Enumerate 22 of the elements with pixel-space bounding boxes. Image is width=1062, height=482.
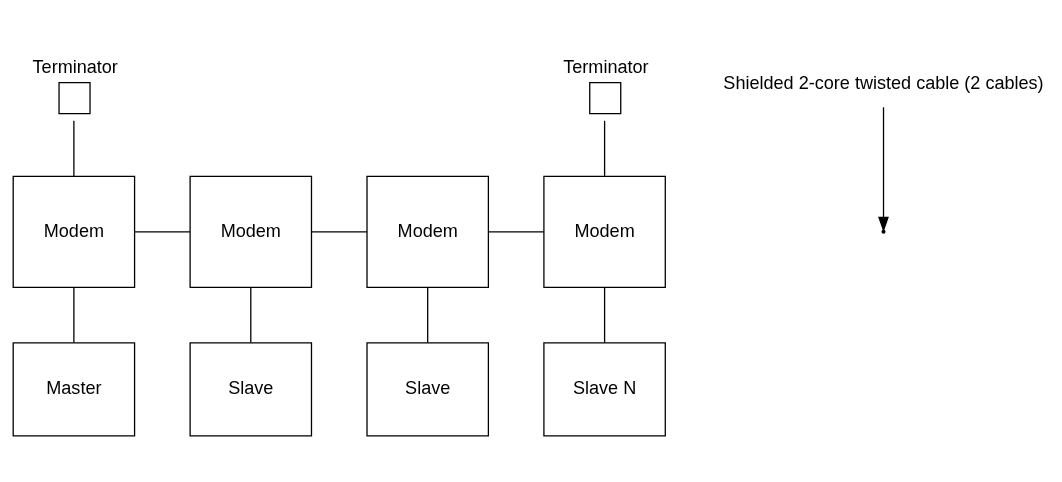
node-box [58,81,91,114]
node-box: Modem [189,175,313,288]
connector [310,230,368,232]
connector [427,286,429,343]
node-box: Slave [189,341,313,436]
connector [250,286,252,343]
connector [603,286,606,343]
node-box: Slave N [543,341,666,436]
node-label: Terminator [563,56,649,77]
node-label: Terminator [32,56,118,77]
connector [603,119,606,177]
connector [73,286,75,343]
node-box: Modem [543,175,666,288]
node-text: Shielded 2-core twisted cable (2 cables) [723,72,1044,93]
connector [73,119,75,177]
connector [487,230,545,232]
node-box [589,81,622,114]
node-box: Modem [366,175,490,288]
node-box: Slave [366,341,490,436]
connector [134,230,191,232]
node-box: Master [12,341,136,436]
node-box: Modem [12,175,136,288]
